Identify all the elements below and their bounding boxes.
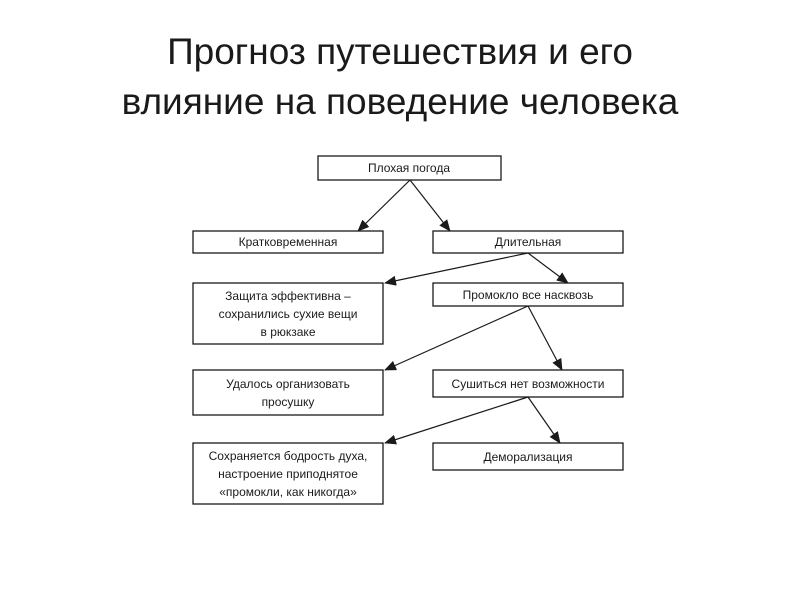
- label-spirits-line-1: Сохраняется бодрость духа,: [209, 449, 368, 463]
- label-drying-line-1: Удалось организовать: [226, 377, 350, 391]
- arrow-soaked-to-nodrying: [527, 305, 563, 371]
- label-protection-line-3: в рюкзаке: [260, 325, 315, 339]
- arrow-weather-to-short: [357, 179, 411, 232]
- label-soaked: Промокло все насквозь: [463, 288, 594, 302]
- arrow-soaked-to-drying: [384, 305, 529, 371]
- label-protection-line-1: Защита эффективна –: [225, 289, 351, 303]
- box-spirits: [192, 442, 384, 505]
- label-drying-line-2: просушку: [262, 395, 315, 409]
- slide-title: Прогноз путешествия и его влияние на пов…: [40, 27, 760, 127]
- label-demoralization: Деморализация: [483, 450, 572, 464]
- box-no-drying: [432, 369, 624, 398]
- label-spirits-line-2: настроение приподнятое: [218, 467, 358, 481]
- title-line-2: влияние на поведение человека: [121, 81, 679, 122]
- box-protection: [192, 282, 384, 345]
- arrow-weather-to-long: [409, 179, 451, 232]
- box-soaked: [432, 282, 624, 307]
- arrow-long-to-protection: [384, 252, 529, 286]
- box-demoralization: [432, 442, 624, 471]
- arrow-nodrying-to-demoralization: [527, 396, 561, 444]
- box-drying: [192, 369, 384, 416]
- box-long-term: [432, 230, 624, 254]
- arrow-long-to-soaked: [527, 252, 569, 284]
- label-protection-line-2: сохранились сухие вещи: [219, 307, 358, 321]
- title-line-1: Прогноз путешествия и его: [167, 31, 633, 72]
- connector-arrows: [357, 179, 569, 445]
- box-bad-weather: [317, 155, 502, 181]
- label-no-drying: Сушиться нет возможности: [452, 377, 605, 391]
- label-long-term: Длительная: [495, 235, 562, 249]
- label-bad-weather: Плохая погода: [368, 161, 450, 175]
- box-short-term: [192, 230, 384, 254]
- label-spirits-line-3: «промокли, как никогда»: [219, 485, 357, 499]
- arrow-nodrying-to-spirits: [384, 396, 529, 445]
- label-short-term: Кратковременная: [239, 235, 338, 249]
